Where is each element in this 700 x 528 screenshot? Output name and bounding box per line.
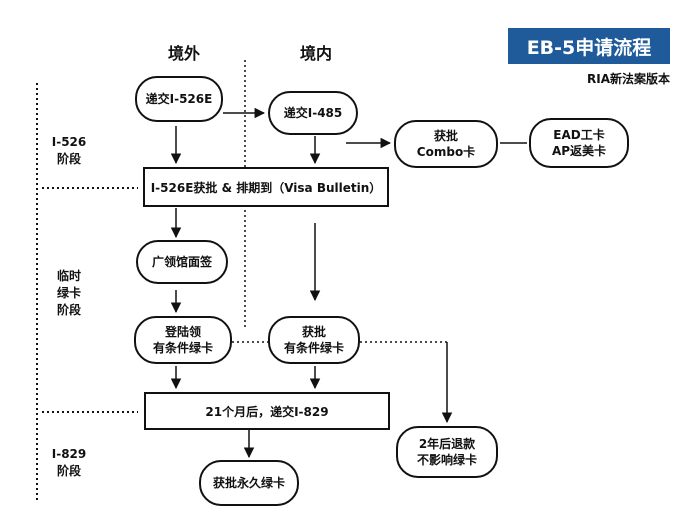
- node-label: 递交I-485: [283, 105, 343, 120]
- node-label: 21个月后，递交I-829: [205, 404, 329, 419]
- node-combo-approve: 获批 Combo卡: [394, 120, 498, 168]
- node-label-line: AP返美卡: [551, 144, 607, 158]
- node-label: 获批永久绿卡: [212, 475, 285, 490]
- node-label-line: Combo卡: [416, 145, 476, 159]
- node-approve-conditional: 获批 有条件绿卡: [268, 316, 360, 364]
- node-label-line: 登陆领: [164, 324, 201, 339]
- node-label-line: 2年后退款: [418, 436, 476, 451]
- node-label: 广领馆面签: [151, 254, 212, 269]
- node-refund: 2年后退款 不影响绿卡: [396, 426, 498, 478]
- node-label-line: 有条件绿卡: [152, 341, 213, 355]
- stage-label-i526: I-526 阶段: [44, 134, 94, 168]
- stage-label-line: 临时: [56, 269, 81, 283]
- stage-label-i829: I-829 阶段: [44, 446, 94, 480]
- stage-label-line: 阶段: [56, 463, 81, 478]
- stage-label-line: 阶段: [56, 151, 81, 166]
- stage-label-line: 阶段: [56, 302, 81, 317]
- column-header-inside: 境内: [299, 44, 332, 63]
- diagram-subtitle: RIA新法案版本: [587, 72, 670, 86]
- node-submit-526e: 递交I-526E: [135, 76, 223, 122]
- stage-label-line: 绿卡: [56, 285, 81, 300]
- node-label-line: EAD工卡: [553, 127, 605, 142]
- node-consulate-interview: 广领馆面签: [136, 240, 228, 284]
- node-label-line: 获批: [433, 128, 458, 143]
- column-header-outside: 境外: [167, 44, 200, 63]
- stage-label-line: I-829: [51, 447, 87, 461]
- node-label-line: 不影响绿卡: [416, 453, 477, 467]
- stage-label-line: I-526: [51, 135, 87, 149]
- diagram-title: EB-5申请流程: [508, 28, 670, 64]
- node-land-conditional: 登陆领 有条件绿卡: [134, 316, 232, 364]
- node-submit-829: 21个月后，递交I-829: [144, 392, 390, 430]
- node-label-line: 有条件绿卡: [283, 341, 344, 355]
- node-label: 递交I-526E: [145, 91, 213, 106]
- node-ead-ap: EAD工卡 AP返美卡: [529, 118, 629, 168]
- node-submit-485: 递交I-485: [268, 91, 358, 135]
- node-i526e-approved: I-526E获批 & 排期到（Visa Bulletin）: [143, 167, 389, 207]
- node-label: I-526E获批 & 排期到（Visa Bulletin）: [150, 180, 382, 195]
- node-permanent-card: 获批永久绿卡: [199, 460, 299, 506]
- stage-label-temp: 临时 绿卡 阶段: [44, 268, 94, 318]
- node-label-line: 获批: [301, 324, 326, 339]
